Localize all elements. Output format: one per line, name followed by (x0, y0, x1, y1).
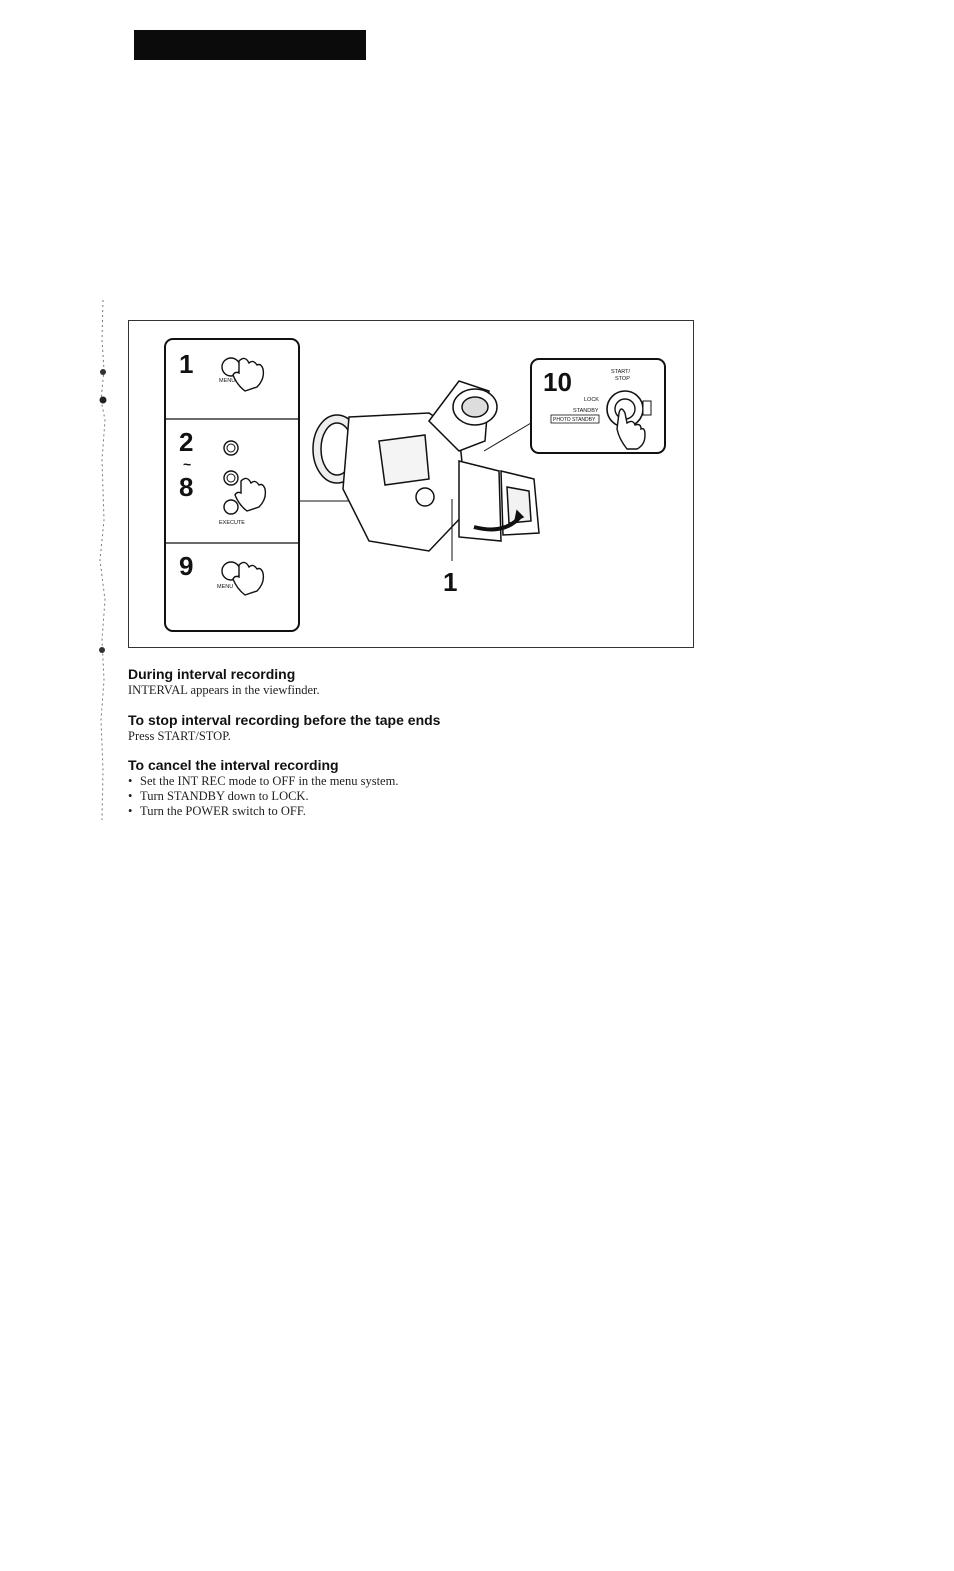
list-item: Turn the POWER switch to OFF. (128, 804, 398, 819)
step-9-number: 9 (179, 551, 193, 581)
step-range-separator: ~ (183, 456, 191, 472)
cancel-steps-list: Set the INT REC mode to OFF in the menu … (128, 774, 398, 819)
cancel-interval-heading: To cancel the interval recording (128, 757, 339, 773)
stop-interval-heading: To stop interval recording before the ta… (128, 712, 441, 728)
menu-button-icon (221, 357, 265, 392)
lock-label: LOCK (584, 397, 599, 403)
list-item: Turn STANDBY down to LOCK. (128, 789, 398, 804)
menu-label-1: MENU (219, 378, 235, 384)
scan-edge-artifact (99, 300, 107, 820)
during-interval-body: INTERVAL appears in the viewfinder. (128, 683, 320, 697)
standby-label: STANDBY (573, 408, 599, 414)
illustration-drawing: 1 MENU 2 ~ 8 EXECUTE 9 MENU (164, 338, 666, 632)
execute-button-icon (223, 477, 267, 515)
during-interval-heading: During interval recording (128, 666, 296, 682)
start-stop-button-icon (606, 390, 652, 450)
step-8-number: 8 (179, 472, 193, 502)
menu-label-2: MENU (217, 584, 233, 590)
cancel-interval-section: To cancel the interval recording Set the… (128, 757, 398, 819)
execute-label: EXECUTE (219, 520, 245, 526)
during-interval-section: During interval recording INTERVAL appea… (128, 666, 320, 698)
up-button-icon (223, 440, 239, 456)
start-stop-label-1: START/ (611, 369, 631, 375)
camcorder-body (312, 380, 540, 552)
step-1-number: 1 (179, 349, 193, 379)
menu-button-icon (221, 561, 265, 596)
camcorder-illustration: 1 MENU 2 ~ 8 EXECUTE 9 MENU (128, 320, 694, 648)
start-stop-label-2: STOP (615, 376, 630, 382)
callout-1-number: 1 (443, 567, 457, 597)
down-button-icon (223, 470, 239, 486)
list-item: Set the INT REC mode to OFF in the menu … (128, 774, 398, 789)
step-2-number: 2 (179, 427, 193, 457)
page-header-bar (134, 30, 366, 60)
photo-standby-label: PHOTO STANDBY (553, 417, 596, 423)
stop-interval-section: To stop interval recording before the ta… (128, 712, 440, 744)
step-10-number: 10 (543, 367, 572, 397)
stop-interval-body: Press START/STOP. (128, 729, 231, 743)
